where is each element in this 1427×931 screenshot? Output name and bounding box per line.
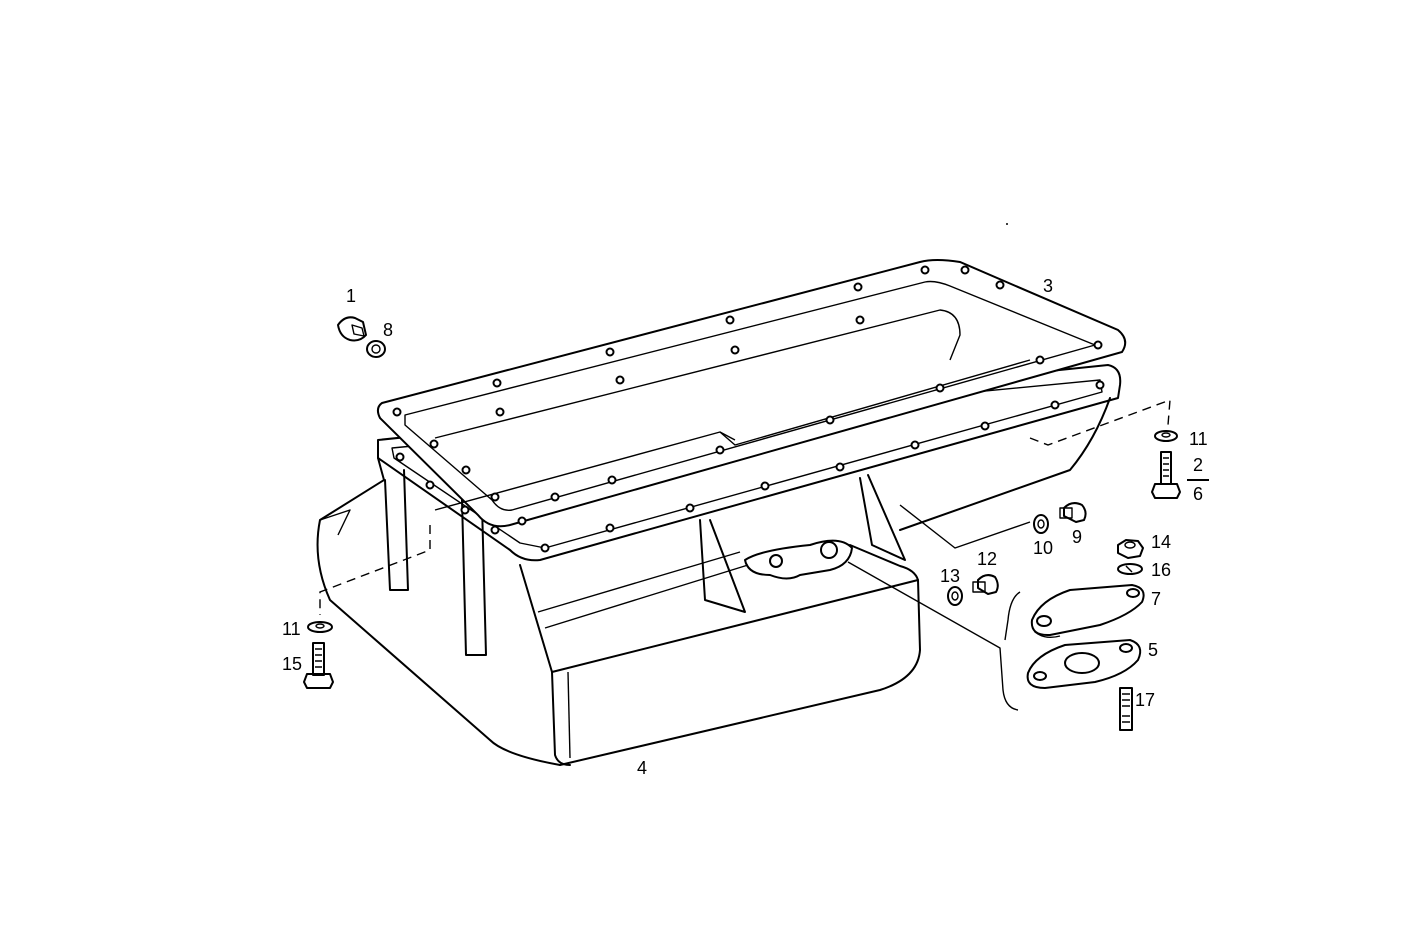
callout-13: 13 <box>940 566 961 586</box>
drain-plug-icon <box>337 316 367 342</box>
washer-icon <box>1154 430 1178 442</box>
fraction-denominator: 6 <box>1192 484 1203 504</box>
sealing-washer-13-icon <box>947 586 963 606</box>
fraction-bar <box>1187 479 1209 481</box>
callout-3: 3 <box>1043 276 1054 296</box>
pan-flange-holes <box>395 380 1105 553</box>
plug-12-icon <box>972 574 999 595</box>
flange-gasket-icon <box>1026 638 1142 690</box>
sealing-washer-icon <box>366 340 386 358</box>
callout-17: 17 <box>1135 690 1156 710</box>
callout-8: 8 <box>383 320 394 340</box>
callout-5: 5 <box>1148 640 1159 660</box>
callout-16: 16 <box>1151 560 1172 580</box>
callout-14: 14 <box>1151 532 1172 552</box>
callout-2-over-6: 2 6 <box>1187 455 1209 505</box>
oil-pan <box>316 364 1122 766</box>
lock-washer-icon <box>1117 563 1143 575</box>
fraction-numerator: 2 <box>1192 455 1203 475</box>
callout-9: 9 <box>1072 527 1083 547</box>
stud-icon <box>1119 687 1133 731</box>
callout-12: 12 <box>977 549 998 569</box>
leader-line-plugs <box>899 504 1031 549</box>
bracket-line <box>1004 591 1021 641</box>
callout-10: 10 <box>1033 538 1054 558</box>
bolt-left-icon <box>303 642 334 689</box>
washer-left-icon <box>307 621 333 633</box>
callout-1: 1 <box>346 286 357 306</box>
callout-11-left: 11 <box>282 619 301 639</box>
callout-11-right: 11 <box>1189 429 1208 449</box>
oil-pan-gasket <box>376 259 1127 528</box>
cover-plate-icon <box>1030 584 1145 639</box>
nut-icon <box>1117 539 1144 559</box>
gasket-holes <box>392 265 1103 526</box>
plug-9-icon <box>1059 502 1087 523</box>
callout-4: 4 <box>637 758 648 778</box>
alignment-line-left <box>319 525 431 615</box>
callout-15: 15 <box>282 654 303 674</box>
bolt-icon <box>1151 451 1181 499</box>
callout-7: 7 <box>1151 589 1162 609</box>
sealing-washer-10-icon <box>1033 514 1049 534</box>
leader-line-flange <box>847 561 1019 711</box>
speck <box>1006 223 1008 225</box>
